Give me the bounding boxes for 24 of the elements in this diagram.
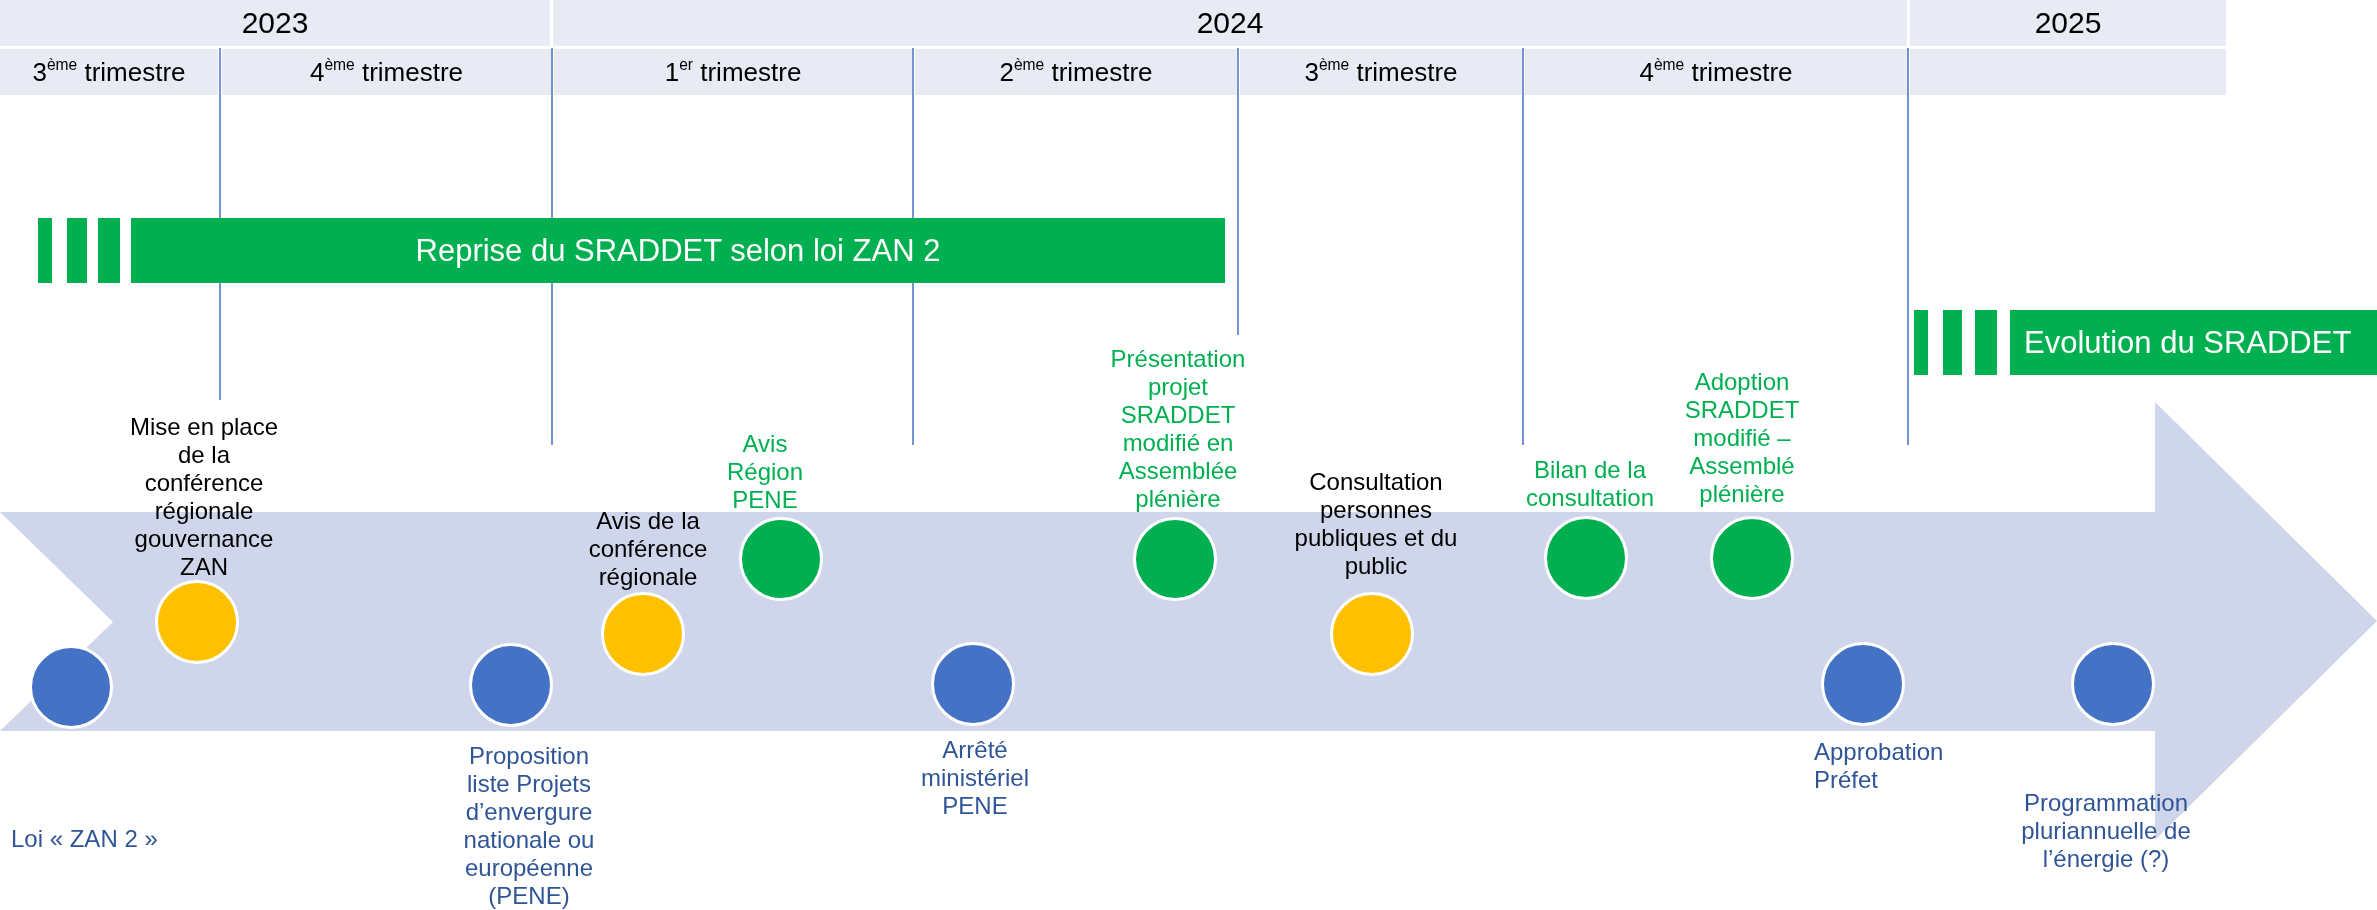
event-label: Consultation personnes publiques et du public — [1293, 468, 1459, 580]
quarter-header: 1$^{er}$ trimestre — [554, 49, 912, 95]
quarter-header: 4$^{ème}$ trimestre — [1525, 49, 1907, 95]
event-label: Présentation projet SRADDET modifié en Assemblée plénière — [1109, 345, 1247, 513]
event-label: Arrêté ministériel PENE — [920, 736, 1030, 820]
event-label: Bilan de la consultation — [1524, 456, 1656, 512]
event-label: Programmation pluriannuelle de l’énergie (?) — [2020, 789, 2192, 873]
phase-bar: Reprise du SRADDET selon loi ZAN 2 — [131, 218, 1225, 283]
event-label: Mise en place de la conférence régionale gouvernance ZAN — [129, 413, 279, 581]
event-label: Avis de la conférence régionale — [587, 507, 709, 591]
year-header: 2024 — [553, 0, 1907, 46]
year-header: 2025 — [1910, 0, 2226, 46]
quarter-header: 3$^{ème}$ trimestre — [1240, 49, 1522, 95]
phase-bar: Evolution du SRADDET — [2010, 310, 2377, 375]
event-label: Avis Région PENE — [725, 430, 805, 514]
event-label: Approbation Préfet — [1814, 738, 1945, 794]
event-label: Proposition liste Projets d’envergure nationale ou européenne (PENE) — [462, 742, 596, 910]
quarter-header: 2$^{ème}$ trimestre — [915, 49, 1237, 95]
quarter-header: 3$^{ème}$ trimestre — [0, 49, 218, 95]
year-header: 2023 — [0, 0, 550, 46]
event-label: Adoption SRADDET modifié – Assemblé plénière — [1683, 368, 1801, 508]
empty-header-cell — [1910, 49, 2226, 95]
event-label: Loi « ZAN 2 » — [11, 825, 159, 853]
quarter-header: 4$^{ème}$ trimestre — [222, 49, 551, 95]
